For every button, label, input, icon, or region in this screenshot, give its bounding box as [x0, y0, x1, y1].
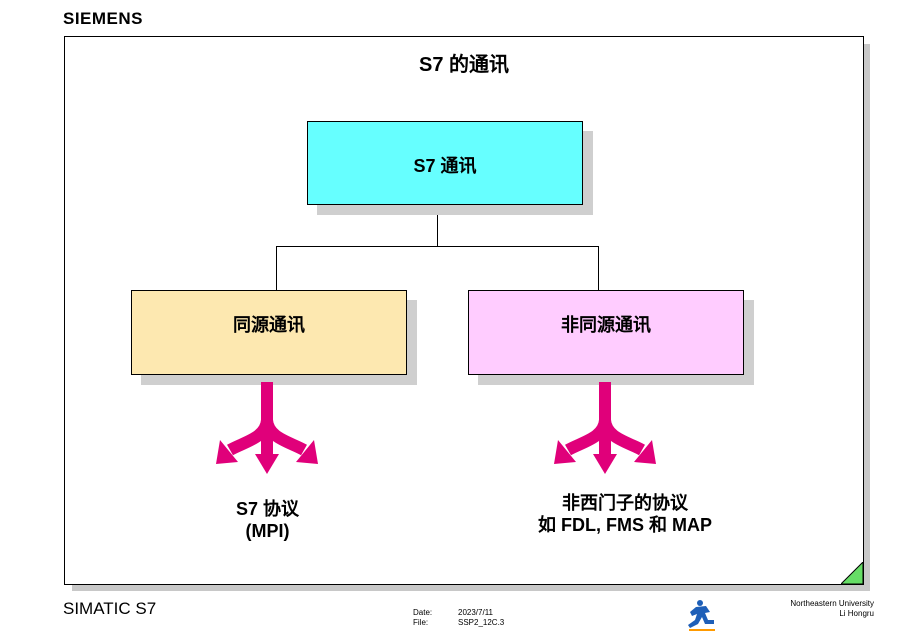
node-heterogeneous-communication: 非同源通讯: [468, 290, 744, 375]
footer-date-value: 2023/7/11: [458, 608, 493, 617]
node-homogeneous-communication: 同源通讯: [131, 290, 407, 375]
left-node-label: 同源通讯: [233, 315, 305, 335]
left-caption-line2: (MPI): [245, 521, 290, 541]
right-caption: 非西门子的协议 如 FDL, FMS 和 MAP: [480, 492, 770, 536]
connector-horizontal: [276, 246, 599, 247]
page-corner-icon: [841, 562, 863, 584]
footer-date-label: Date:: [413, 608, 433, 617]
siemens-logo: SIEMENS: [63, 9, 144, 28]
footer-file-label: File:: [413, 618, 429, 627]
slide-title: S7 的通讯: [418, 54, 510, 76]
university-logo-icon: [688, 600, 715, 631]
left-caption-line1: S7 协议: [235, 499, 300, 519]
triple-arrow-left-icon: [216, 382, 318, 474]
right-node-label: 非同源通讯: [561, 315, 651, 335]
root-node-label: S7 通讯: [413, 156, 477, 176]
root-node-s7-communication: S7 通讯: [307, 121, 583, 205]
connector-left-down: [276, 246, 277, 290]
connector-right-down: [598, 246, 599, 290]
university-name: Northeastern University: [790, 599, 874, 608]
connector-root-down: [437, 205, 438, 247]
left-caption: S7 协议 (MPI): [180, 498, 355, 542]
right-caption-line2: 如 FDL, FMS 和 MAP: [538, 515, 712, 535]
author-name: Li Hongru: [839, 609, 874, 618]
footer-file-value: SSP2_12C.3: [458, 618, 505, 627]
triple-arrow-right-icon: [554, 382, 656, 474]
right-caption-line1: 非西门子的协议: [562, 493, 688, 513]
university-info: Northeastern University Li Hongru: [790, 599, 874, 619]
footer-brand: SIMATIC S7: [63, 599, 157, 618]
